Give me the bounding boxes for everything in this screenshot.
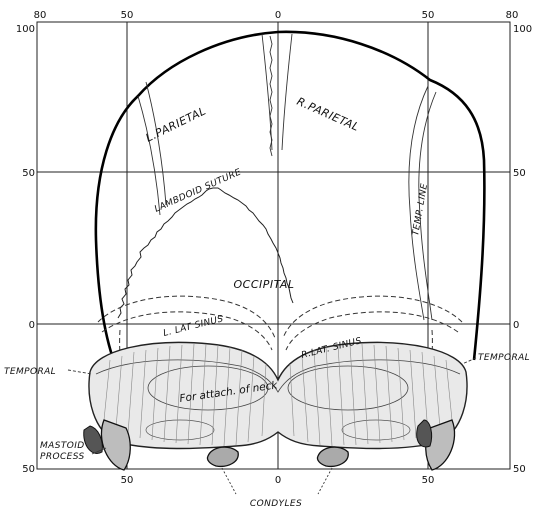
label-lambdoid-suture: LAMBDOID SUTURE (153, 167, 243, 214)
tick-right-50-bottom: 50 (513, 464, 526, 475)
tick-top-50-right: 50 (422, 10, 435, 21)
tick-top-0: 0 (275, 10, 281, 21)
tick-right-0: 0 (513, 320, 519, 331)
label-condyles: CONDYLES (250, 499, 302, 509)
label-mastoid-line2: PROCESS (40, 452, 85, 462)
label-r-parietal: R.PARIETAL (295, 95, 361, 134)
tick-bottom-50-left: 50 (121, 475, 134, 486)
label-l-parietal: L.PARIETAL (144, 104, 209, 144)
tick-top-80-right: 80 (506, 10, 519, 21)
lambdoid-suture (118, 188, 293, 318)
label-temp-line: TEMP. LINE (411, 183, 430, 237)
label-mastoid-line1: MASTOID (40, 441, 85, 451)
sagittal-suture (262, 34, 292, 156)
label-l-lat-sinus: L. LAT SINUS (162, 314, 224, 339)
tick-top-50-left: 50 (121, 10, 134, 21)
mastoid-process-left (101, 420, 130, 470)
mastoid-shade-left (84, 426, 103, 453)
tick-left-0: 0 (29, 320, 35, 331)
label-temporal-right: TEMPORAL (478, 353, 530, 363)
tick-bottom-0: 0 (275, 475, 281, 486)
label-temporal-left: TEMPORAL (4, 367, 56, 377)
tick-left-100: 100 (16, 24, 35, 35)
tick-right-50: 50 (513, 168, 526, 179)
tick-bottom-50-right: 50 (422, 475, 435, 486)
tick-left-50-bottom: 50 (22, 464, 35, 475)
condyle-left (207, 447, 238, 466)
label-occipital: OCCIPITAL (233, 278, 294, 291)
condyle-right (317, 447, 348, 466)
tick-right-100: 100 (513, 24, 532, 35)
tick-left-50: 50 (22, 168, 35, 179)
tick-top-80-left: 80 (34, 10, 47, 21)
